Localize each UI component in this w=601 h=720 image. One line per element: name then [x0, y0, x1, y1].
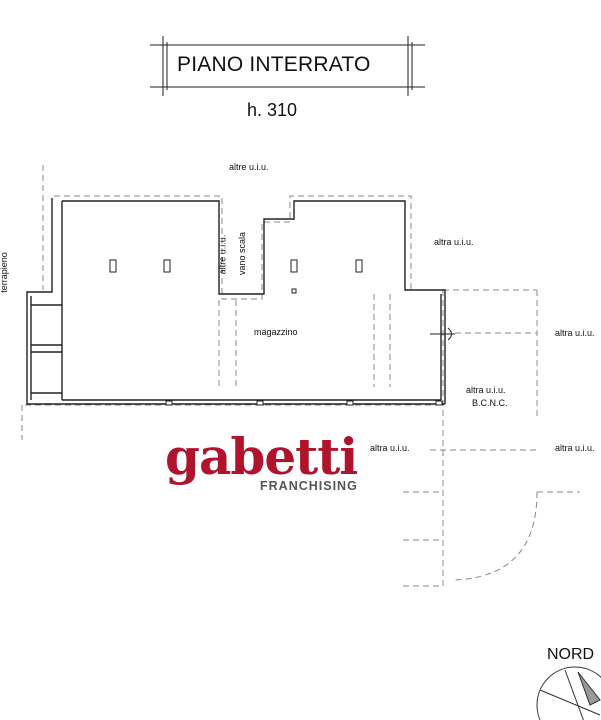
room-label-magazzino: magazzino	[254, 327, 298, 337]
door-mark	[430, 327, 455, 341]
label-altra-uiu-right-top: altra u.i.u.	[434, 237, 474, 247]
label-altre-uiu-vertical: altre u.i.u.	[217, 234, 228, 275]
label-altra-uiu-east-1: altra u.i.u.	[555, 328, 595, 338]
label-vano-scala: vano scala	[237, 231, 248, 276]
compass-rose	[536, 666, 601, 720]
ceiling-height-label: h. 310	[247, 100, 298, 120]
label-bcnc: B.C.N.C.	[472, 398, 508, 408]
label-altra-uiu-bcnc: altra u.i.u.	[466, 385, 506, 395]
plan-title: PIANO INTERRATO	[177, 53, 371, 76]
gabetti-logo: gabetti	[165, 427, 358, 486]
label-terrapieno: terrapieno	[0, 252, 9, 293]
dashed-boundaries	[21, 165, 580, 590]
title-frame	[150, 36, 425, 96]
gabetti-logo-subtitle: FRANCHISING	[260, 479, 358, 493]
label-altra-uiu-east-2: altra u.i.u.	[555, 443, 595, 453]
compass-north-label: NORD	[547, 646, 595, 663]
window-marks	[109, 259, 443, 406]
label-altre-uiu-top: altre u.i.u.	[229, 162, 269, 172]
label-altra-uiu-west: altra u.i.u.	[370, 443, 410, 453]
